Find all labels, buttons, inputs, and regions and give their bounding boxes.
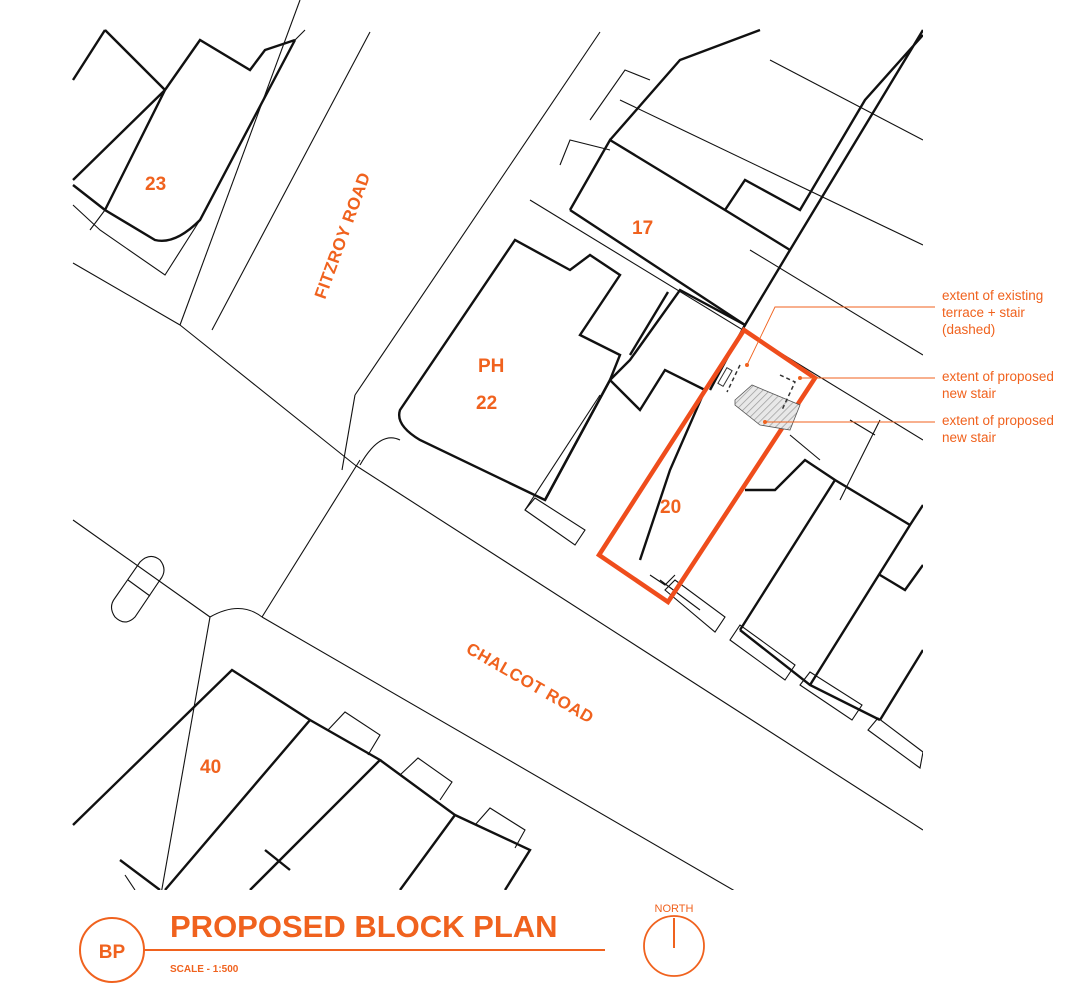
- north-arrow-icon: [643, 915, 705, 977]
- north-label: NORTH: [655, 903, 694, 915]
- road-label-chalcot: CHALCOT ROAD: [463, 639, 597, 727]
- note-existing-line1: extent of existing: [942, 288, 1043, 303]
- scale-label: SCALE - 1:500: [170, 964, 239, 975]
- map-linework: [71, 0, 923, 890]
- note-existing-line2: terrace + stair: [942, 305, 1025, 320]
- site-boundary: [595, 326, 819, 606]
- note-proposed-a-line1: extent of proposed: [942, 369, 1054, 384]
- stair-extent: [717, 363, 802, 431]
- road-label-fitzroy: FITZROY ROAD: [311, 170, 374, 302]
- house-number-40: 40: [200, 757, 221, 778]
- drawing-title: PROPOSED BLOCK PLAN: [170, 909, 558, 944]
- house-number-22: 22: [476, 393, 497, 414]
- pub-label: PH: [478, 356, 504, 377]
- note-proposed-b-line1: extent of proposed: [942, 413, 1054, 428]
- note-proposed-a-line2: new stair: [942, 386, 997, 401]
- note-existing-line3: (dashed): [942, 322, 995, 337]
- house-number-23: 23: [145, 174, 166, 195]
- note-proposed-b-line2: new stair: [942, 430, 997, 445]
- house-number-20: 20: [660, 497, 681, 518]
- house-number-17: 17: [632, 218, 653, 239]
- title-block: BP PROPOSED BLOCK PLAN SCALE - 1:500 NOR…: [79, 903, 705, 983]
- title-badge: BP: [99, 942, 126, 963]
